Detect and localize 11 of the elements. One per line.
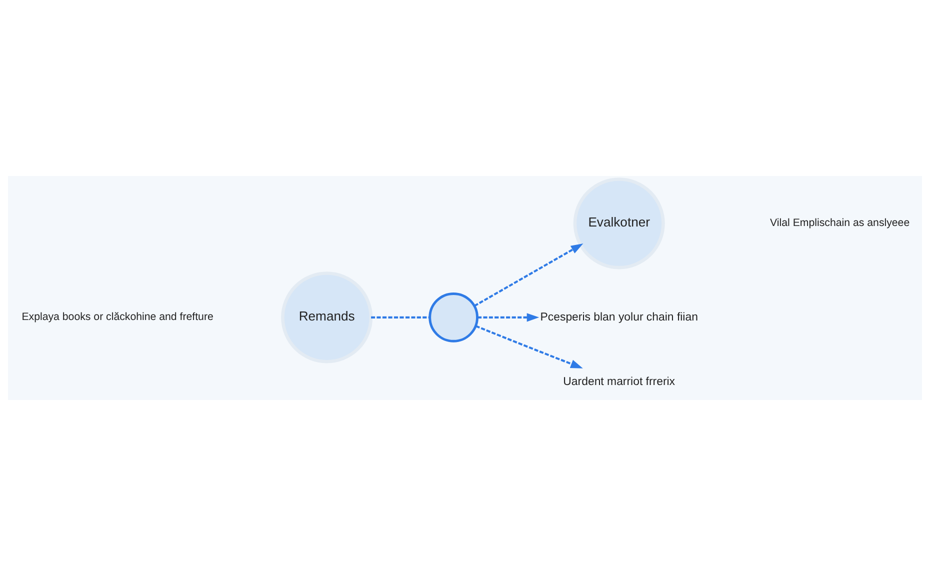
label: Explaya books or clăckohine and frefture — [22, 311, 214, 324]
node-text: Pcesperis blan yolur chain fiian — [540, 311, 698, 324]
arrow — [478, 313, 540, 322]
connector — [371, 316, 430, 318]
arrow — [475, 325, 583, 368]
arrow — [474, 244, 584, 307]
node-circle — [428, 292, 478, 342]
node-text: Uardent marriot frrerix — [563, 376, 676, 388]
label: Vilal Emplischain as anslyeee — [770, 217, 910, 230]
node-circle: Remands — [281, 272, 373, 364]
node-circle: Evalkotner — [573, 178, 665, 270]
